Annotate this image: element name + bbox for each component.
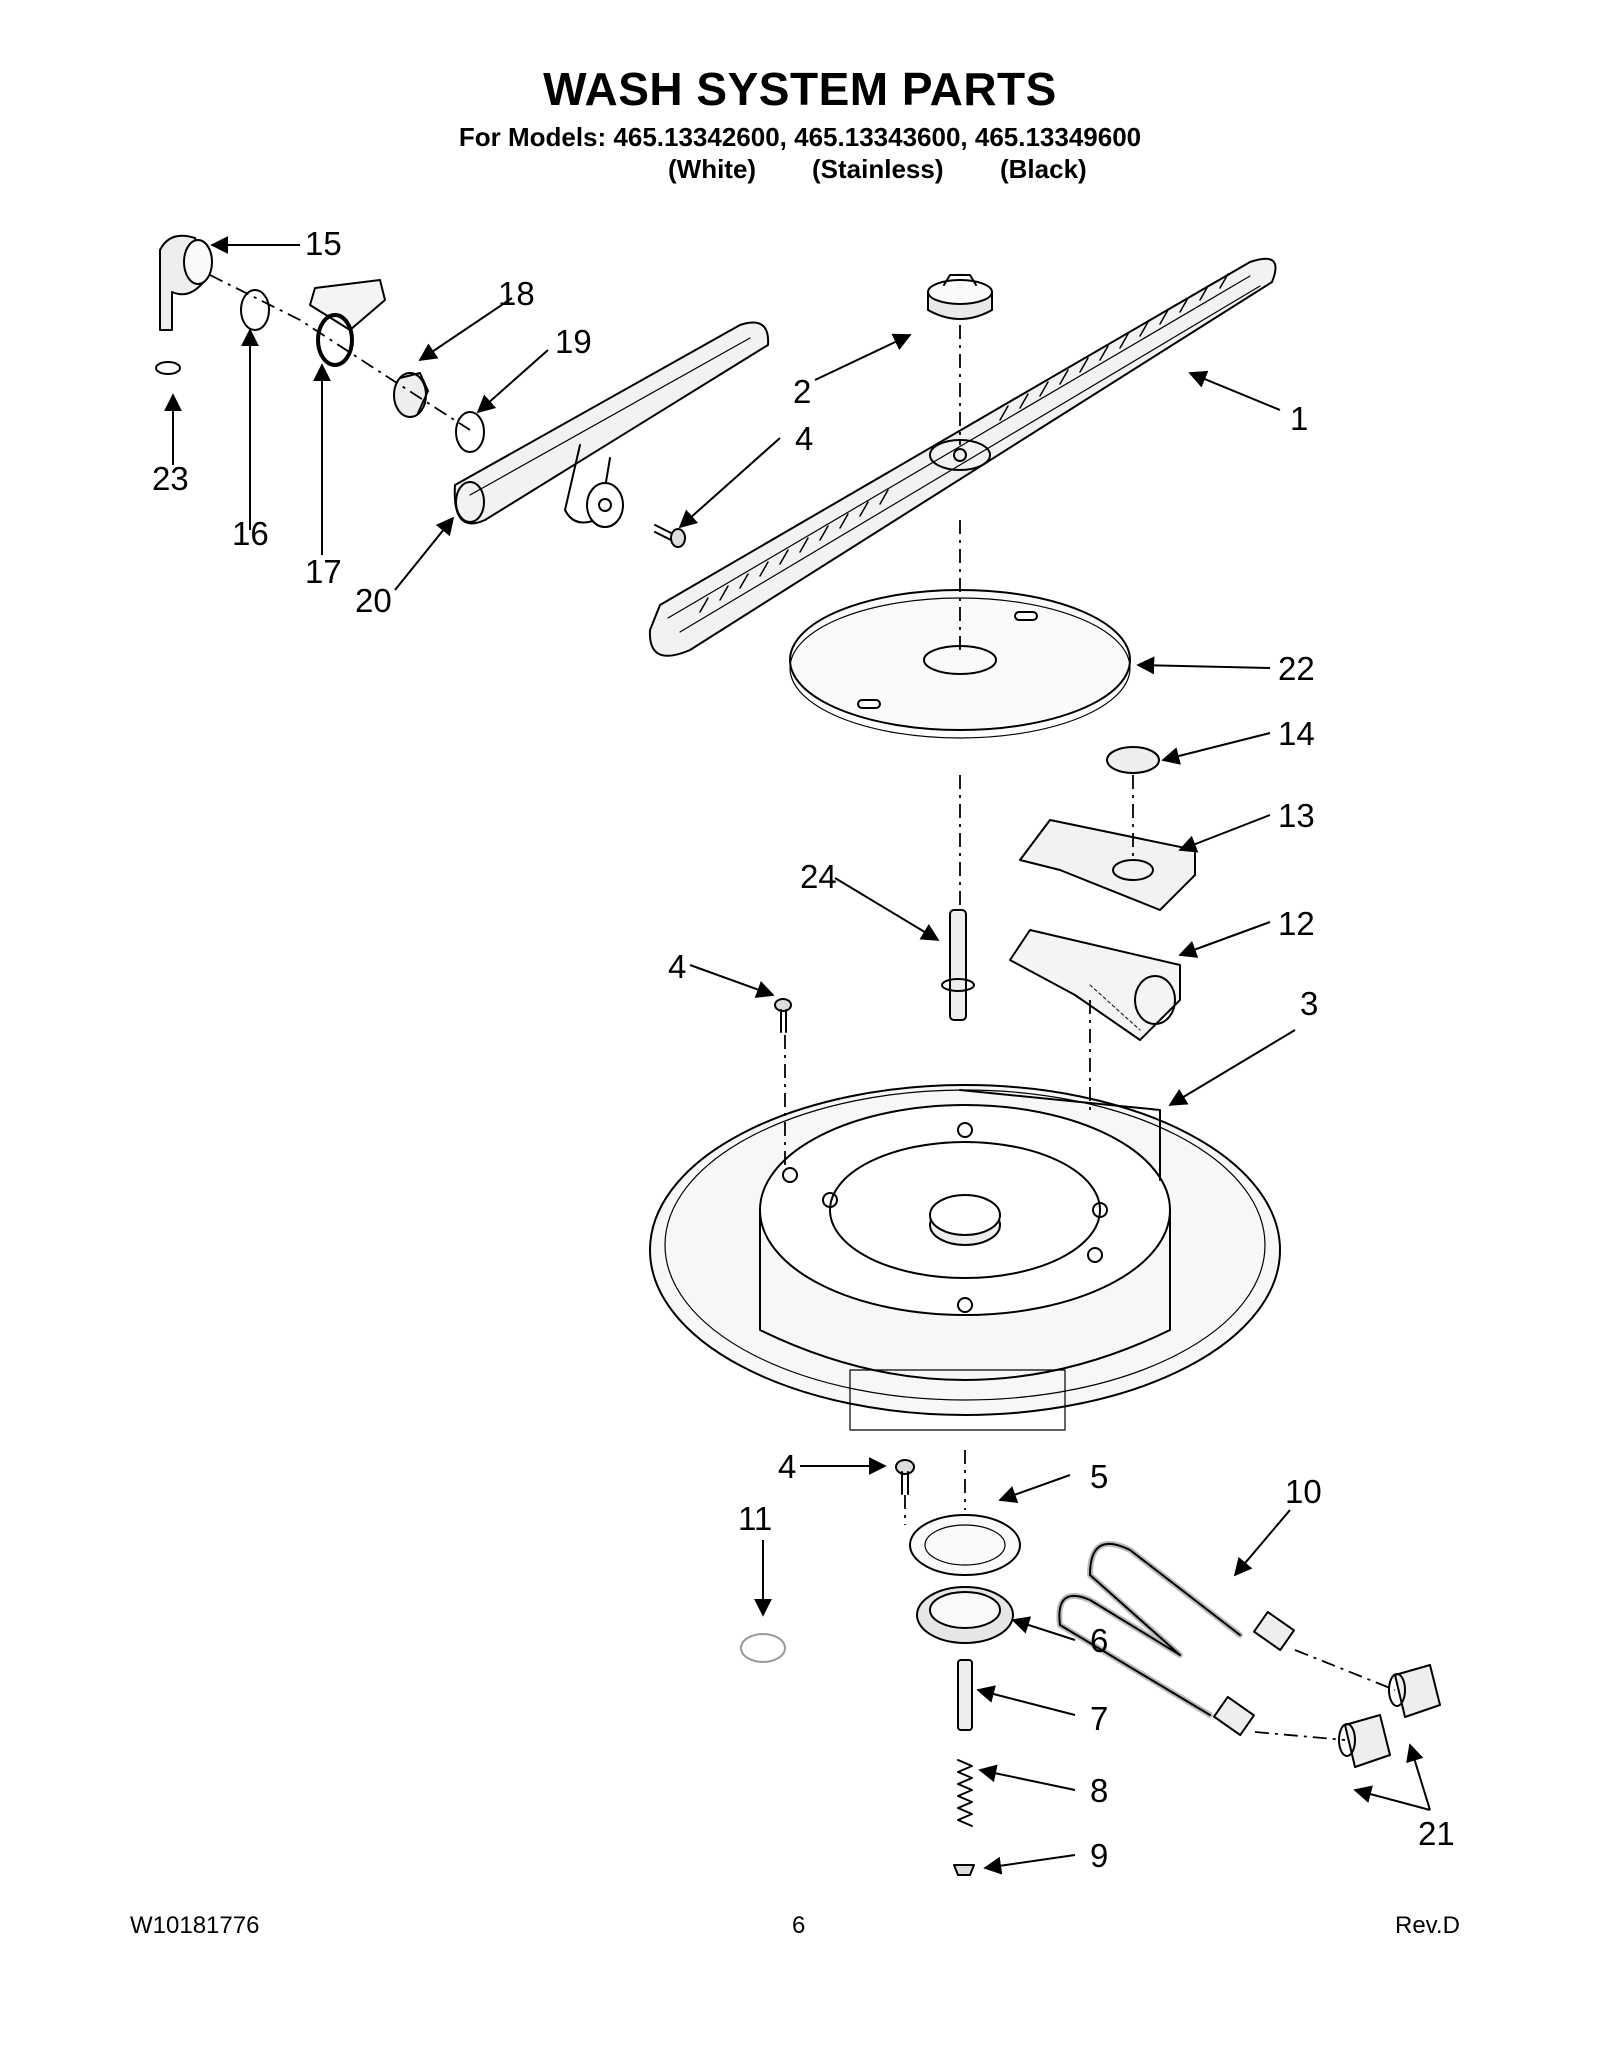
callout-4a: 4 (795, 420, 813, 457)
variant-stainless: (Stainless) (812, 154, 944, 184)
page-number: 6 (792, 1912, 806, 1939)
callout-4c: 4 (778, 1448, 796, 1485)
variant-black: (Black) (1000, 154, 1087, 184)
callout-20: 20 (355, 582, 392, 619)
pivot-pin (957, 1659, 973, 1731)
callout-16: 16 (232, 515, 269, 552)
callout-13: 13 (1278, 797, 1315, 834)
drive-shaft (941, 909, 975, 1021)
seal-ring (316, 313, 354, 367)
diaphragm (916, 1586, 1014, 1644)
callout-7: 7 (1090, 1700, 1108, 1737)
callout-17: 17 (305, 553, 342, 590)
gasket-ring (240, 289, 270, 331)
document-number: W10181776 (130, 1912, 260, 1939)
callout-2: 2 (793, 373, 811, 410)
inlet-cap (393, 372, 429, 418)
spring (957, 1759, 973, 1827)
mounting-bracket (309, 279, 386, 331)
wire-connectors (1338, 1664, 1441, 1768)
filter-cover (1019, 819, 1196, 911)
revision-label: Rev.D (1395, 1912, 1460, 1939)
callout-21: 21 (1418, 1815, 1455, 1852)
water-inlet-elbow (155, 234, 213, 375)
callout-8: 8 (1090, 1772, 1108, 1809)
callout-4b: 4 (668, 948, 686, 985)
bottom-screw (953, 1864, 975, 1876)
screw-bottom (895, 1459, 915, 1495)
spray-arm-hub (927, 274, 993, 320)
screw-top (654, 524, 686, 548)
callout-19: 19 (555, 323, 592, 360)
callout-23: 23 (152, 460, 189, 497)
callout-24: 24 (800, 858, 837, 895)
callout-10: 10 (1285, 1473, 1322, 1510)
callout-9: 9 (1090, 1837, 1108, 1874)
pump-gasket (909, 1514, 1021, 1576)
callout-3: 3 (1300, 985, 1318, 1022)
alignment-lines (209, 274, 1396, 1741)
callout-15: 15 (305, 225, 342, 262)
callout-22: 22 (1278, 650, 1315, 687)
drain-ring (740, 1633, 786, 1663)
filter-basket (1009, 929, 1181, 1041)
upper-spray-arm (648, 257, 1277, 657)
callout-5: 5 (1090, 1458, 1108, 1495)
variant-white: (White) (668, 154, 757, 184)
callout-6: 6 (1090, 1622, 1108, 1659)
callout-labels: 15 18 19 23 16 17 20 2 4 1 22 14 13 24 1… (152, 225, 1455, 1874)
callout-18: 18 (498, 275, 535, 312)
heating-element (1056, 1540, 1295, 1737)
callout-14: 14 (1278, 715, 1315, 752)
callout-1: 1 (1290, 400, 1308, 437)
lower-spray-arm-manifold (453, 321, 770, 528)
callout-11: 11 (738, 1500, 772, 1537)
o-ring (455, 411, 485, 453)
page-title: WASH SYSTEM PARTS (543, 63, 1057, 115)
models-line: For Models: 465.13342600, 465.13343600, … (458, 122, 1142, 152)
filter-cap (1106, 746, 1160, 774)
callout-12: 12 (1278, 905, 1315, 942)
screw-middle (774, 998, 792, 1033)
sump-base-assembly (649, 1084, 1281, 1431)
leader-arrows (164, 236, 1431, 1875)
